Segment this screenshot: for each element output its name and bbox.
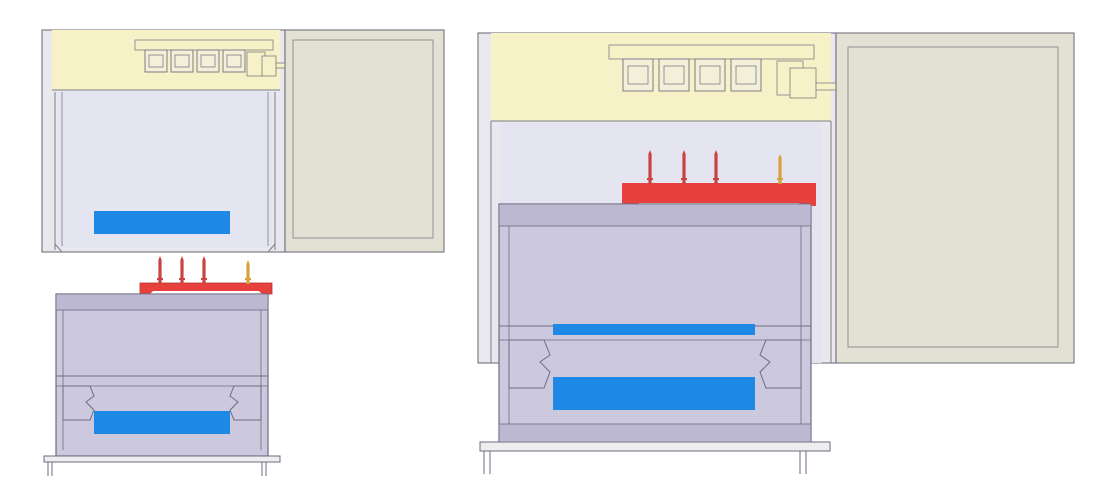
- blue-label-housing: [94, 211, 230, 234]
- pin-header-icon: [622, 150, 816, 206]
- pin-red: [201, 256, 207, 284]
- module-right: [479, 203, 831, 474]
- side-panel-right: [835, 32, 1075, 364]
- side-panel-left: [284, 29, 445, 253]
- pin-red: [647, 150, 653, 184]
- pin-red: [157, 256, 163, 284]
- pin-red: [713, 150, 719, 184]
- blue-label-module: [94, 411, 230, 434]
- module-left: [43, 293, 281, 476]
- blue-label-housing: [553, 324, 755, 335]
- connector-block-icon: [608, 44, 815, 96]
- left-panel-separated: [41, 29, 445, 476]
- pin-header-icon: [139, 256, 273, 295]
- pin-gold: [245, 260, 251, 284]
- pin-gold: [777, 154, 783, 184]
- pin-red: [179, 256, 185, 284]
- connector-block-icon: [134, 39, 274, 77]
- blue-label-module: [553, 377, 755, 410]
- right-panel-mated: [477, 32, 1075, 474]
- pin-red: [681, 150, 687, 184]
